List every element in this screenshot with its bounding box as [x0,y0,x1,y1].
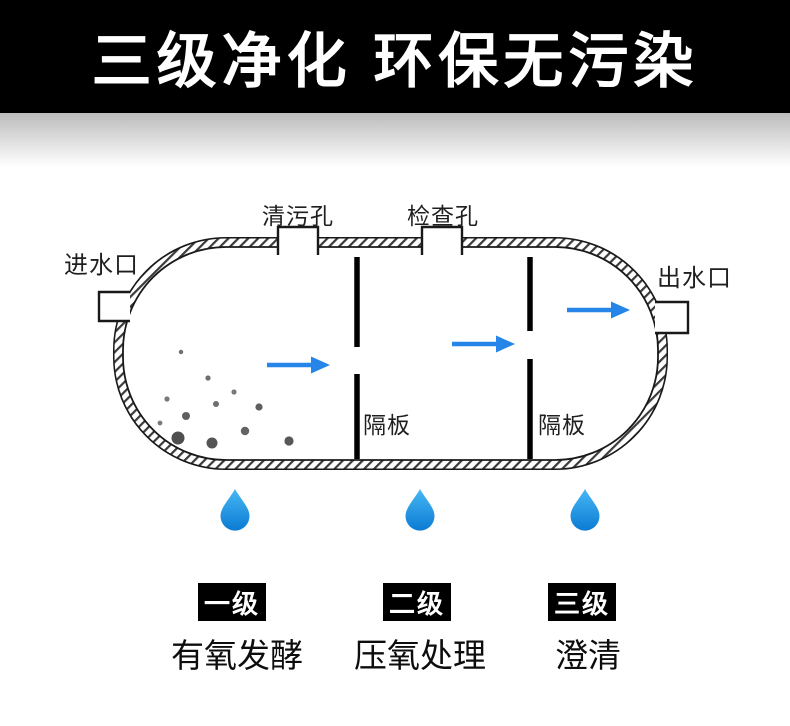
tank-wall-hatching [114,238,667,469]
banner: 三级净化 环保无污染 [0,0,790,113]
particle-dot [231,389,237,395]
label-inspect-hole: 检查孔 [407,203,479,229]
baffle-partitions [354,257,533,459]
particle-dot [213,401,219,407]
stage-3-desc: 澄清 [555,637,621,674]
stage-3-badge: 三级 [548,583,616,621]
stage-2-desc: 压氧处理 [354,637,486,674]
inspect-hole-neck [420,225,464,255]
outlet-pipe [655,300,690,335]
particle-dot [206,437,218,449]
label-clean-hole: 清污孔 [262,203,334,229]
water-drop-icon [570,489,600,531]
label-inlet: 进水口 [64,252,139,279]
tank-inner-wall [122,246,659,461]
sludge-particles [157,349,294,449]
particle-dot [171,431,185,445]
particle-dot [240,426,250,436]
particle-dot [164,396,170,402]
stage-1-desc: 有氧发酵 [171,637,303,674]
banner-title: 三级净化 环保无污染 [91,28,699,95]
flow-arrow-2-head [496,335,515,353]
particle-dot [157,420,163,426]
particle-dot [284,436,294,446]
flow-arrow-1-head [311,356,330,374]
particle-dot [205,375,211,381]
clean-hole-neck [276,225,320,255]
stage-1-badge: 一级 [198,583,266,621]
water-drop-icon [405,489,435,531]
water-drop-icon [220,489,250,531]
label-outlet: 出水口 [657,265,732,292]
flow-arrow-3-head [611,301,630,319]
label-baffle-1: 隔板 [363,412,411,438]
particle-dot [178,349,184,355]
flow-arrows [267,301,630,374]
label-baffle-2: 隔板 [538,412,586,438]
particle-dot [182,412,190,420]
particle-dot [255,403,263,411]
manhole-necks [276,225,464,255]
inlet-pipe [97,290,130,323]
water-drops [220,489,600,531]
inlet-outlet-pipes [97,290,690,335]
stage-2-badge: 二级 [383,583,451,621]
banner-fade-gradient [0,113,790,167]
